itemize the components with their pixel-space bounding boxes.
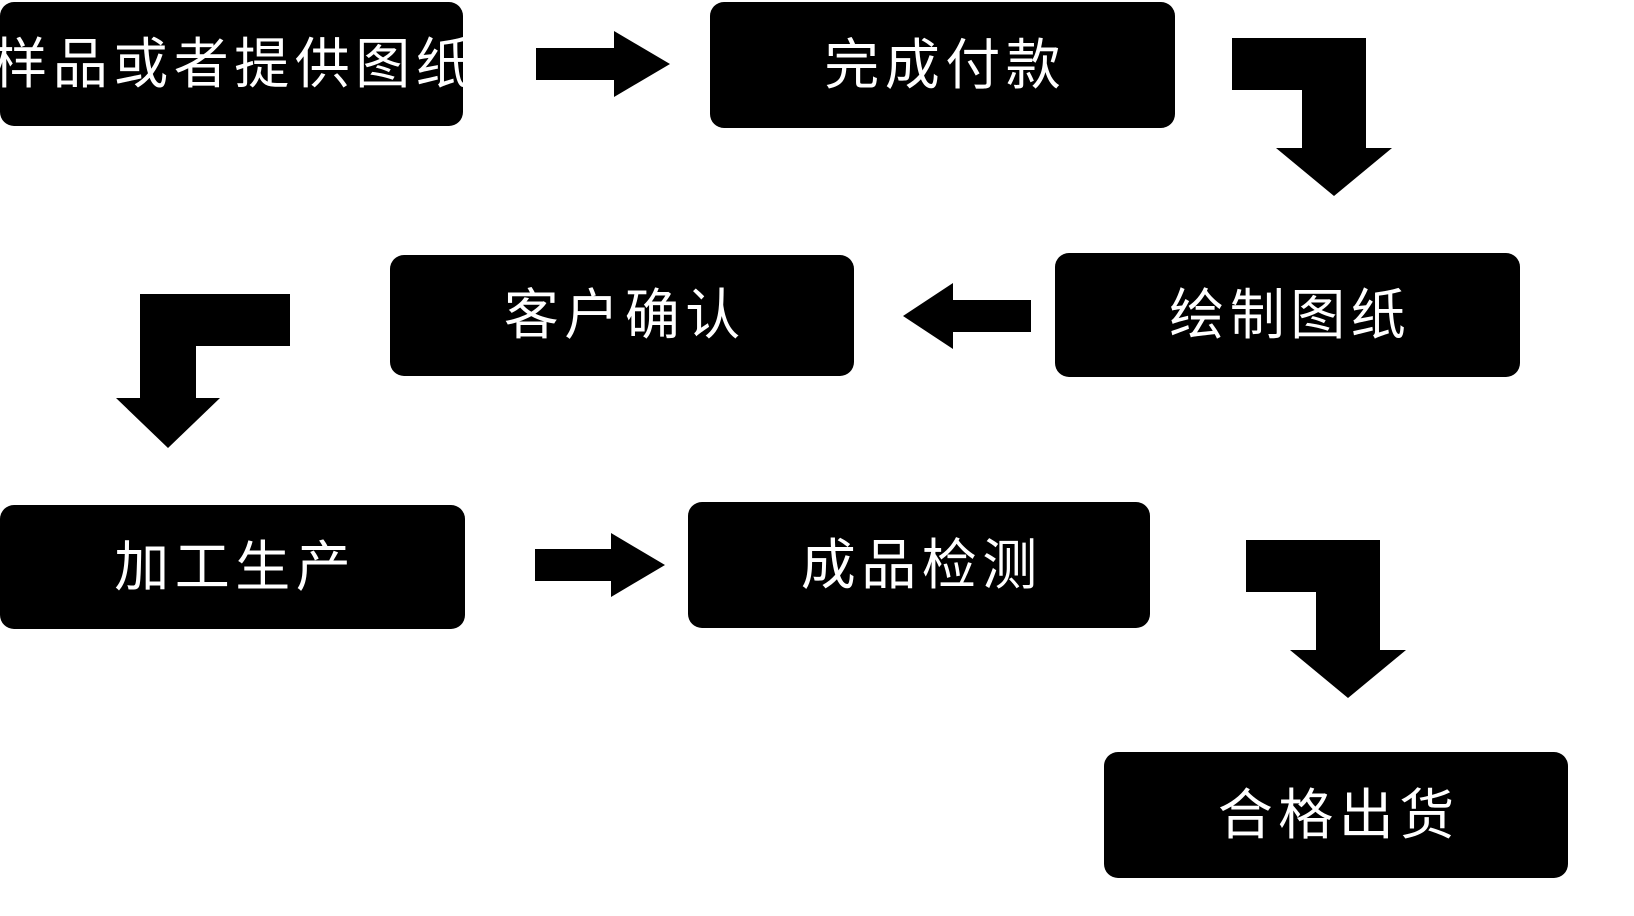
flow-node-confirm[interactable]: 客户确认 (390, 255, 854, 376)
flow-node-produce-label: 加工生产 (114, 535, 357, 598)
flow-node-payment-label: 完成付款 (824, 33, 1067, 96)
arrow-left-icon (903, 283, 1031, 349)
arrow-right-icon (535, 533, 665, 597)
flow-node-confirm-label: 客户确认 (503, 284, 746, 346)
arrow-elbow-left-down-icon (116, 294, 290, 448)
arrow-payment-to-draw (1232, 38, 1392, 196)
arrow-elbow-right-down-icon (1246, 540, 1406, 698)
flow-node-ship[interactable]: 合格出货 (1104, 752, 1568, 878)
flow-node-ship-label: 合格出货 (1217, 783, 1460, 846)
arrow-inspect-to-ship (1246, 540, 1406, 698)
flow-node-sample-label: 样品或者提供图纸 (0, 32, 477, 95)
arrow-draw-to-confirm (903, 283, 1031, 349)
flow-node-inspect[interactable]: 成品检测 (688, 502, 1150, 628)
arrow-sample-to-payment (536, 31, 670, 97)
arrow-right-icon (536, 31, 670, 97)
flow-node-draw-label: 绘制图纸 (1169, 283, 1412, 346)
arrow-produce-to-inspect (535, 533, 665, 597)
arrow-confirm-to-produce (116, 294, 290, 448)
flow-node-sample[interactable]: 样品或者提供图纸 (0, 2, 471, 126)
flow-node-inspect-label: 成品检测 (800, 533, 1043, 596)
flow-node-draw[interactable]: 绘制图纸 (1055, 253, 1520, 377)
flow-node-produce[interactable]: 加工生产 (0, 505, 465, 629)
arrow-elbow-right-down-icon (1232, 38, 1392, 196)
flow-node-payment[interactable]: 完成付款 (710, 2, 1175, 128)
